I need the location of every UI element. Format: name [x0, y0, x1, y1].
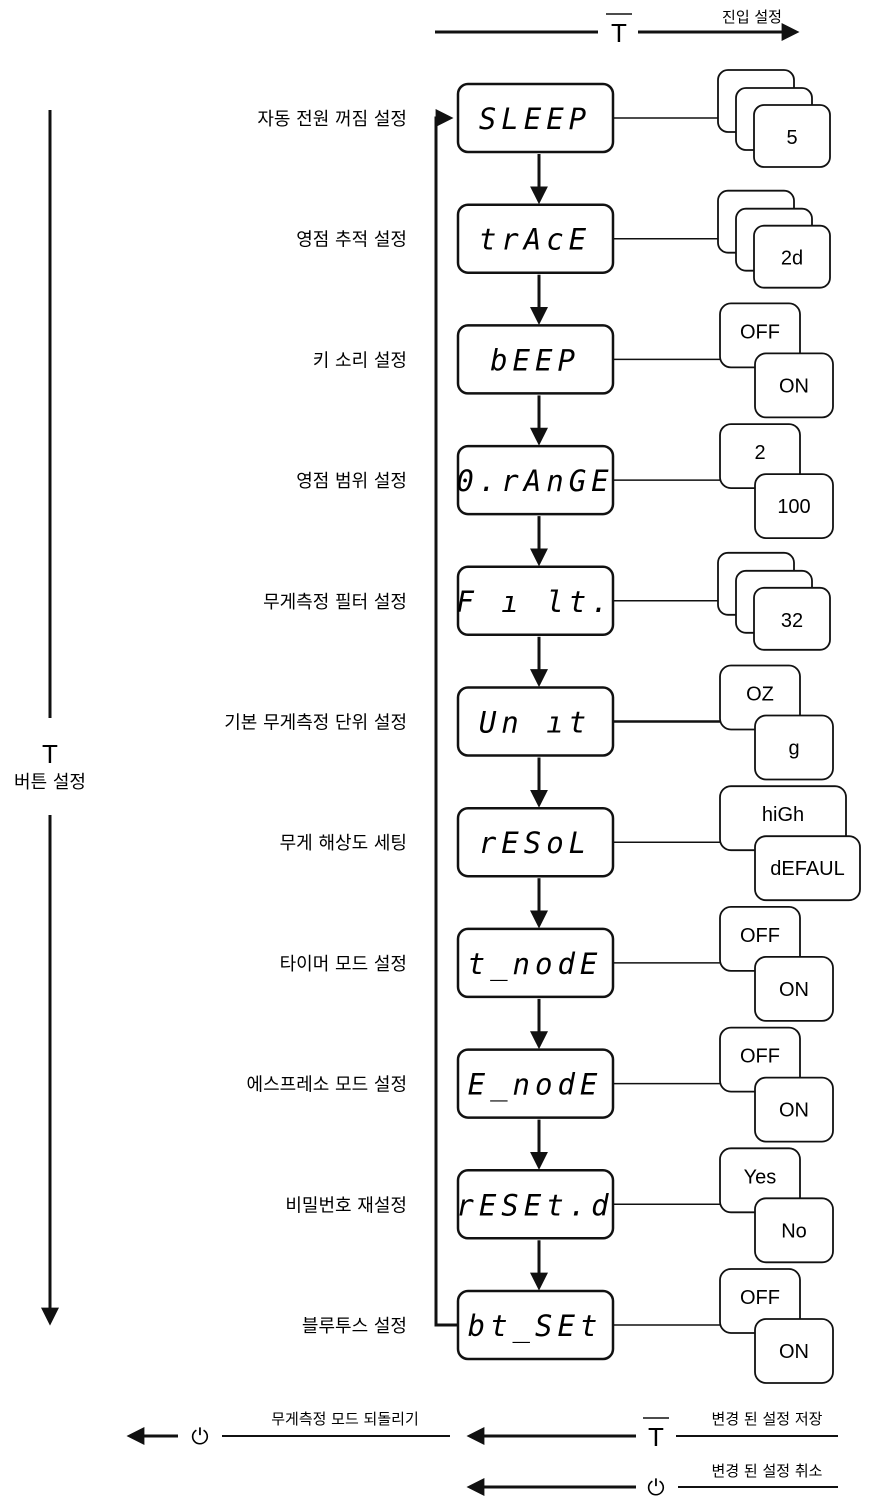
- option-card-second: [754, 1197, 834, 1264]
- option-card-second: [754, 1076, 834, 1143]
- setting-label: 영점 추적 설정: [296, 230, 407, 251]
- restore-weigh-mode-label: 무게측정 모드 되돌리기: [271, 1410, 419, 1428]
- option-value-card: [753, 104, 831, 168]
- display-text: rESoL: [479, 826, 591, 860]
- power-icon-cancel: ⏻: [647, 1475, 664, 1499]
- setting-row: 키 소리 설정 bEEP OFF ON: [313, 302, 834, 446]
- button-setting-arrow: T 버튼 설정: [14, 110, 86, 1326]
- option-first: OFF: [740, 925, 780, 947]
- setting-row: 타이머 모드 설정 t_nodE OFF ON: [280, 906, 834, 1050]
- setting-label: 에스프레소 모드 설정: [247, 1075, 407, 1096]
- option-card-second: [754, 1318, 834, 1384]
- loop-back-arrow: [434, 109, 458, 1327]
- setting-label: 블루투스 설정: [302, 1316, 407, 1337]
- setting-label: 무게측정 필터 설정: [263, 592, 407, 613]
- option-second: ON: [779, 1100, 809, 1122]
- setting-row: 영점 추적 설정 trAcE 2d: [296, 189, 831, 325]
- display-text: F ı lt.: [456, 585, 613, 619]
- display-text: E_nodE: [468, 1068, 603, 1103]
- option-card-second: [754, 473, 834, 540]
- option-first: OFF: [740, 321, 780, 343]
- option-first: hiGh: [762, 804, 804, 826]
- option-first: OZ: [746, 684, 774, 706]
- option-second: dEFAUL: [770, 858, 844, 880]
- option-second: No: [781, 1220, 807, 1242]
- option-value-card: [753, 224, 831, 289]
- setting-row: 무게 해상도 세팅 rESoL hiGh dEFAUL: [280, 785, 861, 929]
- display-text: bEEP: [490, 343, 580, 377]
- option-card-second: [754, 714, 834, 781]
- tare-symbol-side: T: [42, 739, 58, 769]
- setting-label: 무게 해상도 세팅: [280, 833, 407, 854]
- display-text: 0.rAnGE: [456, 464, 613, 498]
- cancel-settings-label: 변경 된 설정 취소: [712, 1462, 823, 1480]
- option-value: 32: [781, 610, 803, 632]
- setting-label: 자동 전원 꺼짐 설정: [257, 109, 407, 130]
- setting-row: 블루투스 설정 bt_SEt OFF ON: [302, 1268, 834, 1384]
- setting-row: 무게측정 필터 설정 F ı lt. 32: [263, 551, 831, 688]
- entry-label: 진입 설정: [722, 8, 782, 26]
- button-setting-label: 버튼 설정: [14, 772, 86, 793]
- display-text: Un ıt: [479, 706, 591, 740]
- bottom-actions: ⏻ 무게측정 모드 되돌리기 T 변경 된 설정 저장 ⏻ 변경 된 설정 취소: [126, 1410, 838, 1499]
- setting-label: 기본 무게측정 단위 설정: [224, 713, 407, 734]
- option-second: ON: [779, 1341, 809, 1363]
- option-first: OFF: [740, 1287, 780, 1309]
- setting-row: 영점 범위 설정 0.rAnGE 2 100: [296, 423, 834, 567]
- option-second: g: [788, 738, 799, 760]
- option-card-second: [754, 352, 834, 419]
- option-first: OFF: [740, 1046, 780, 1068]
- display-text: trAcE: [479, 223, 591, 257]
- setting-row: 기본 무게측정 단위 설정 Un ıt OZ g: [224, 664, 834, 808]
- option-value: 5: [786, 127, 797, 149]
- display-text: rESEt.d: [456, 1188, 613, 1222]
- option-first: Yes: [744, 1166, 777, 1188]
- display-text: bt_SEt: [468, 1309, 603, 1344]
- power-icon: ⏻: [191, 1424, 208, 1449]
- setting-label: 영점 범위 설정: [296, 471, 407, 492]
- tare-symbol-top: T: [611, 18, 627, 48]
- option-card-second: [754, 956, 834, 1022]
- option-second: ON: [779, 979, 809, 1001]
- setting-row: 에스프레소 모드 설정 E_nodE OFF ON: [247, 1026, 834, 1170]
- entry-arrow: T 진입 설정: [435, 8, 800, 48]
- display-text: t_nodE: [468, 947, 603, 982]
- option-value: 2d: [781, 248, 803, 270]
- option-second: 100: [777, 496, 810, 518]
- option-first: 2: [754, 442, 765, 464]
- setting-row: 자동 전원 꺼짐 설정 SLEEP 5: [257, 69, 831, 205]
- option-value-card: [753, 586, 831, 651]
- option-card-second: [754, 835, 861, 902]
- save-settings-label: 변경 된 설정 저장: [712, 1410, 823, 1428]
- setting-label: 타이머 모드 설정: [280, 954, 407, 975]
- setting-label: 키 소리 설정: [313, 350, 407, 371]
- display-text: SLEEP: [479, 102, 591, 136]
- tare-symbol-bottom: T: [648, 1422, 664, 1452]
- setting-label: 비밀번호 재설정: [285, 1195, 407, 1216]
- option-second: ON: [779, 375, 809, 397]
